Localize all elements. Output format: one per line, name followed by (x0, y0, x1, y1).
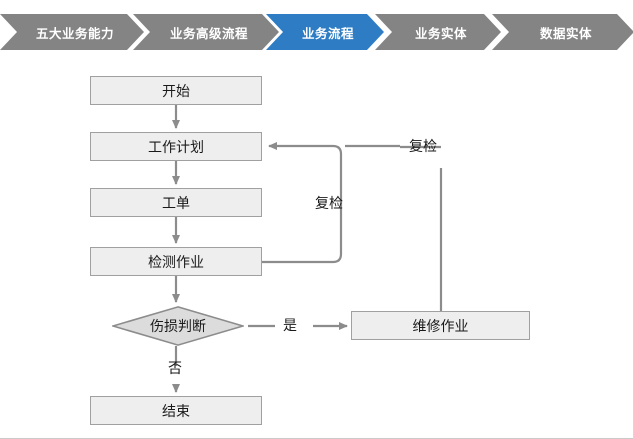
breadcrumb-item-2[interactable]: 业务高级流程 (133, 14, 279, 50)
node-damage-decision-label: 伤损判断 (150, 318, 206, 334)
edge-inspect-plan-recheck (262, 142, 343, 264)
node-work-order[interactable]: 工单 (90, 188, 262, 217)
node-work-plan[interactable]: 工作计划 (90, 132, 262, 161)
breadcrumb-item-3-active[interactable]: 业务流程 (266, 14, 384, 50)
edge-label-recheck-outer-text: 复检 (409, 138, 437, 154)
node-work-plan-label: 工作计划 (148, 138, 204, 155)
node-start[interactable]: 开始 (90, 76, 262, 105)
node-inspection-task[interactable]: 检测作业 (90, 247, 262, 276)
node-inspection-task-label: 检测作业 (148, 253, 204, 270)
node-end-label: 结束 (162, 402, 190, 419)
breadcrumb: 五大业务能力 业务高级流程 业务流程 业务实体 数据实体 (0, 14, 634, 50)
breadcrumb-item-4[interactable]: 业务实体 (375, 14, 501, 50)
edge-label-recheck-inner: 复检 (315, 193, 343, 213)
breadcrumb-item-3-label: 业务流程 (301, 26, 354, 41)
node-end[interactable]: 结束 (90, 396, 262, 425)
node-start-label: 开始 (162, 82, 190, 99)
breadcrumb-item-5-label: 数据实体 (539, 26, 592, 41)
breadcrumb-item-1-label: 五大业务能力 (35, 26, 114, 41)
edge-label-yes: 是 (283, 315, 297, 335)
breadcrumb-item-1[interactable]: 五大业务能力 (0, 14, 144, 50)
edge-label-yes-text: 是 (283, 317, 297, 333)
breadcrumb-item-4-label: 业务实体 (414, 26, 467, 41)
node-repair-task[interactable]: 维修作业 (351, 311, 530, 340)
edge-label-recheck-inner-text: 复检 (315, 195, 343, 211)
breadcrumb-item-2-label: 业务高级流程 (169, 26, 248, 41)
node-damage-decision[interactable]: 伤损判断 (112, 306, 244, 346)
node-repair-task-label: 维修作业 (412, 317, 469, 334)
edge-label-no-text: 否 (168, 360, 182, 376)
breadcrumb-item-5[interactable]: 数据实体 (492, 14, 634, 50)
diamond-shape-icon (112, 306, 244, 346)
node-work-order-label: 工单 (162, 194, 190, 211)
edge-label-no: 否 (168, 358, 182, 378)
edge-label-recheck-outer: 复检 (409, 136, 437, 156)
